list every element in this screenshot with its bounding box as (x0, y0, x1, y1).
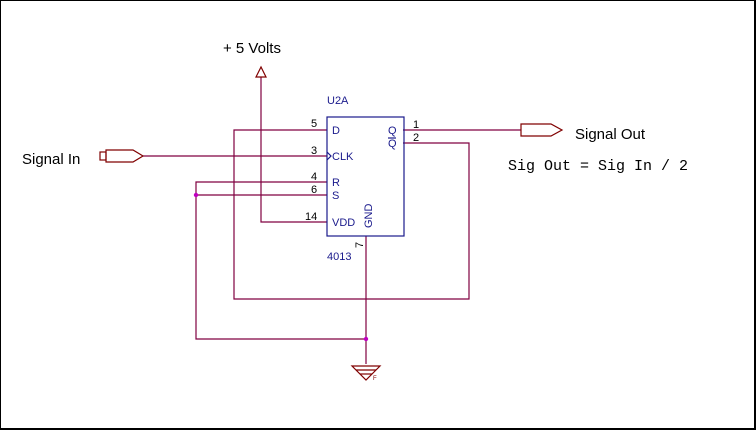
pin-num-s: 6 (311, 184, 317, 196)
ground-icon (350, 365, 382, 381)
signal-out-label: Signal Out (575, 126, 646, 143)
signal-out-port (520, 123, 564, 137)
pin-label-gnd: GND (363, 204, 375, 229)
signal-in-port (99, 149, 145, 163)
pin-label-s: S (332, 190, 339, 202)
pin-label-r: R (332, 177, 340, 189)
pin-num-gnd: 7 (354, 242, 366, 248)
wire-feedback-qbar-d (233, 129, 470, 300)
pin-label-q: Q (388, 125, 397, 137)
power-arrow-icon (255, 65, 267, 78)
pin-num-d: 5 (311, 118, 317, 130)
pin-label-vdd: VDD (332, 217, 355, 229)
pin-label-clk: CLK (332, 151, 354, 163)
junction-gnd (363, 336, 369, 342)
part-number: 4013 (327, 251, 351, 263)
pin-num-vdd: 14 (305, 211, 317, 223)
ground-tag: F (373, 376, 377, 382)
pin-label-d: D (332, 125, 340, 137)
power-label: + 5 Volts (223, 40, 281, 57)
wire-vdd (260, 77, 327, 223)
pin-num-r: 4 (311, 171, 317, 183)
signal-in-label: Signal In (22, 151, 80, 168)
ic-body (326, 116, 405, 237)
junction-rs (193, 192, 199, 198)
pin-num-clk: 3 (311, 145, 317, 157)
pin-num-q: 1 (413, 119, 419, 131)
equation-note: Sig Out = Sig In / 2 (508, 158, 688, 175)
clock-triangle-icon (326, 151, 332, 161)
pin-label-qbar: Q (388, 138, 397, 150)
ref-designator: U2A (327, 95, 349, 107)
wire-reset (195, 181, 366, 340)
pin-num-qbar: 2 (413, 132, 419, 144)
